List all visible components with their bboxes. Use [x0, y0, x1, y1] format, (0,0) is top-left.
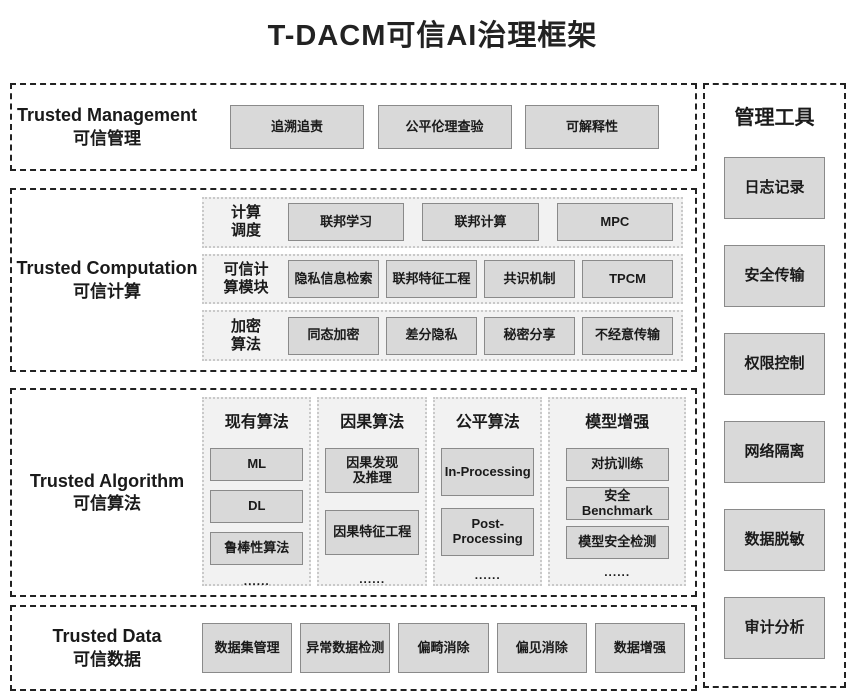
layer-label-data: Trusted Data 可信数据: [12, 607, 202, 689]
box-data-masking: 数据脱敏: [724, 509, 825, 571]
box-anomaly-data-detection: 异常数据检测: [300, 623, 391, 673]
column-fair-algorithms: 公平算法 In-Processing Post- Processing ....…: [432, 397, 543, 586]
column-header: 现有算法: [224, 414, 289, 431]
framework-layers: Trusted Management 可信管理 追溯追责 公平伦理查验 可解释性…: [10, 83, 697, 691]
box-bias-elimination: 偏见消除: [496, 623, 587, 673]
layer-label-zh: 可信算法: [73, 494, 141, 514]
algorithm-columns: 现有算法 ML DL 鲁棒性算法 ...... 因果算法 因果发现 及推理 因果…: [202, 390, 695, 595]
ellipsis: ......: [359, 572, 386, 586]
box-explainability: 可解释性: [525, 105, 659, 149]
ellipsis: ......: [604, 565, 631, 579]
box-private-info-retrieval: 隐私信息检索: [288, 260, 379, 298]
box-trace-accountability: 追溯追责: [230, 105, 364, 149]
ellipsis: ......: [243, 574, 270, 588]
ellipsis: ......: [474, 568, 501, 582]
column-header: 公平算法: [455, 414, 520, 431]
box-permission-control: 权限控制: [724, 333, 825, 395]
subpanel-boxes: 联邦学习 联邦计算 MPC: [288, 203, 681, 242]
box-federated-feature-engineering: 联邦特征工程: [386, 260, 477, 298]
layer-label-en: Trusted Computation: [16, 258, 198, 279]
column-causal-algorithms: 因果算法 因果发现 及推理 因果特征工程 ......: [317, 397, 427, 586]
subpanel-compute-scheduling: 计算 调度 联邦学习 联邦计算 MPC: [202, 197, 683, 248]
layer-trusted-data: Trusted Data 可信数据 数据集管理 异常数据检测 偏畸消除 偏见消除…: [10, 605, 697, 691]
computation-subpanels: 计算 调度 联邦学习 联邦计算 MPC 可信计 算模块 隐私信息检索 联邦特征工…: [202, 190, 695, 370]
column-header: 因果算法: [340, 414, 405, 431]
layer-trusted-management: Trusted Management 可信管理 追溯追责 公平伦理查验 可解释性: [10, 83, 697, 171]
box-causal-feature-engineering: 因果特征工程: [325, 510, 419, 555]
column-model-enhancement: 模型增强 对抗训练 安全 Benchmark 模型安全检测 ......: [548, 397, 686, 586]
box-robust-algorithm: 鲁棒性算法: [210, 532, 304, 565]
box-dataset-management: 数据集管理: [202, 623, 293, 673]
box-security-benchmark: 安全 Benchmark: [565, 487, 669, 520]
box-model-security-detection: 模型安全检测: [565, 526, 669, 559]
box-network-isolation: 网络隔离: [724, 421, 825, 483]
box-homomorphic-encryption: 同态加密: [288, 316, 379, 355]
subpanel-label: 加密 算法: [230, 317, 261, 353]
box-differential-privacy: 差分隐私: [386, 316, 477, 355]
layer-label-en: Trusted Data: [52, 626, 162, 647]
box-log-recording: 日志记录: [724, 157, 825, 219]
box-mpc: MPC: [556, 203, 673, 242]
box-oblivious-transfer: 不经意传输: [582, 316, 673, 355]
box-in-processing: In-Processing: [440, 448, 535, 496]
box-secure-transmission: 安全传输: [724, 245, 825, 307]
layer-label-algorithm: Trusted Algorithm 可信算法: [12, 390, 202, 595]
column-existing-algorithms: 现有算法 ML DL 鲁棒性算法 ......: [202, 397, 312, 588]
layer-label-computation: Trusted Computation 可信计算: [12, 190, 202, 370]
subpanel-boxes: 同态加密 差分隐私 秘密分享 不经意传输: [288, 316, 681, 355]
box-consensus-mechanism: 共识机制: [484, 260, 575, 298]
data-boxes: 数据集管理 异常数据检测 偏畸消除 偏见消除 数据增强: [202, 607, 695, 689]
box-fairness-ethics-check: 公平伦理查验: [377, 105, 512, 149]
subpanel-label: 计算 调度: [230, 204, 261, 240]
column-header: 模型增强: [585, 414, 650, 431]
layer-label-zh: 可信管理: [73, 128, 141, 148]
management-boxes: 追溯追责 公平伦理查验 可解释性: [202, 85, 695, 169]
subpanel-trusted-compute-modules: 可信计 算模块 隐私信息检索 联邦特征工程 共识机制 TPCM: [202, 253, 683, 305]
subpanel-encryption-algorithms: 加密 算法 同态加密 差分隐私 秘密分享 不经意传输: [202, 310, 683, 362]
layer-label-zh: 可信数据: [73, 649, 141, 669]
box-audit-analysis: 审计分析: [724, 597, 825, 659]
box-federated-computation: 联邦计算: [422, 203, 539, 242]
box-dl: DL: [210, 490, 304, 523]
box-causal-discovery-inference: 因果发现 及推理: [325, 448, 419, 493]
layer-trusted-computation: Trusted Computation 可信计算 计算 调度 联邦学习 联邦计算…: [10, 188, 697, 372]
box-ml: ML: [210, 448, 304, 481]
layer-label-zh: 可信计算: [73, 281, 141, 301]
subpanel-boxes: 隐私信息检索 联邦特征工程 共识机制 TPCM: [288, 260, 681, 298]
layer-label-en: Trusted Algorithm: [29, 470, 185, 491]
box-skew-elimination: 偏畸消除: [398, 623, 489, 673]
subpanel-label: 可信计 算模块: [223, 261, 269, 296]
box-data-augmentation: 数据增强: [594, 623, 686, 673]
layer-label-management: Trusted Management 可信管理: [12, 85, 202, 169]
box-secret-sharing: 秘密分享: [484, 316, 575, 355]
layer-trusted-algorithm: Trusted Algorithm 可信算法 现有算法 ML DL 鲁棒性算法 …: [10, 388, 697, 597]
tools-header: 管理工具: [734, 107, 815, 129]
box-post-processing: Post- Processing: [440, 508, 535, 556]
panel-management-tools: 管理工具 日志记录 安全传输 权限控制 网络隔离 数据脱敏 审计分析: [703, 83, 846, 688]
box-tpcm: TPCM: [582, 260, 673, 298]
layer-label-en: Trusted Management: [16, 105, 198, 126]
page-title: T-DACM可信AI治理框架: [267, 20, 598, 52]
box-adversarial-training: 对抗训练: [565, 448, 669, 481]
box-federated-learning: 联邦学习: [288, 203, 405, 242]
